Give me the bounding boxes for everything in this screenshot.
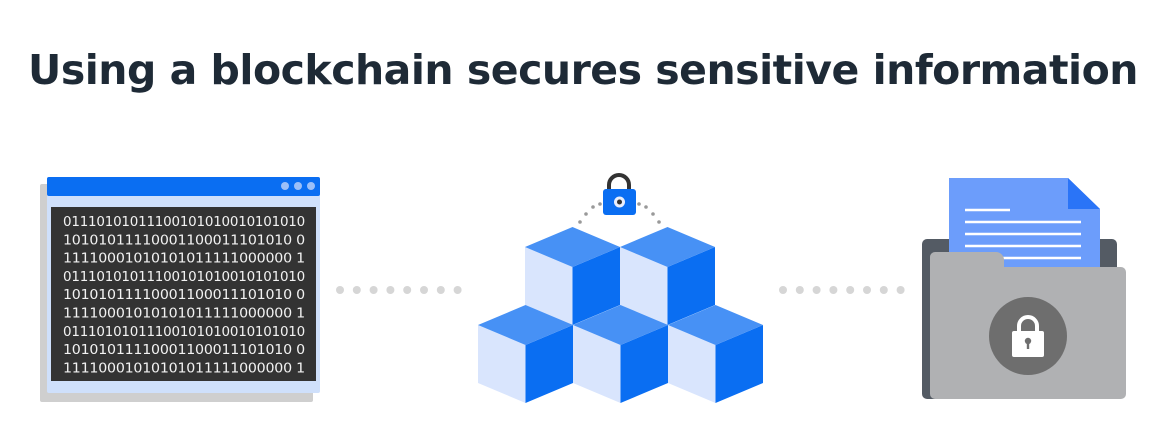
connector-dot [829,286,838,294]
connector-dot [336,286,344,294]
connector-dots-left [336,286,462,294]
page-title: Using a blockchain secures sensitive inf… [28,46,1138,94]
window-dot-icon [294,182,302,190]
window-dot-icon [307,182,315,190]
block-cube [668,305,763,403]
connector-dot [352,286,361,294]
binary-data-window: 01110101011100101010010101010 10101011110… [40,177,320,402]
binary-text: 01110101011100101010010101010 10101011110… [63,215,305,376]
binary-line: 10101011110001100011101010 0 [63,343,305,358]
connector-dot [779,286,787,294]
connector-dot [453,286,462,294]
window-title-bar [47,177,320,196]
block-cube [620,227,715,325]
binary-line: 01110101011100101010010101010 [63,270,305,285]
connector-dot [436,286,445,294]
connector-dot [795,286,804,294]
connector-dot [879,286,888,294]
binary-line: 11110001010101011111000000 1 [63,307,305,322]
connector-dot [369,286,378,294]
connector-dot [896,286,905,294]
blockchain-lock-icon [578,173,661,224]
connector-dot [863,286,871,294]
secure-folder-icon [922,178,1126,399]
connector-dot [812,286,821,294]
block-cube [573,305,668,403]
binary-line: 10101011110001100011101010 0 [63,233,305,248]
blockchain-cubes [478,227,763,403]
window-dot-icon [281,182,289,190]
binary-screen [51,207,316,381]
binary-line: 01110101011100101010010101010 [63,215,305,230]
connector-dot [386,286,395,294]
block-cube [478,305,573,403]
connector-dot [420,286,428,294]
binary-line: 11110001010101011111000000 1 [63,361,305,376]
connector-dots-right [779,286,905,294]
binary-line: 01110101011100101010010101010 [63,325,305,340]
connector-dot [403,286,412,294]
connector-dot [846,286,855,294]
block-cube [525,227,620,325]
binary-line: 11110001010101011111000000 1 [63,252,305,267]
binary-line: 10101011110001100011101010 0 [63,288,305,303]
